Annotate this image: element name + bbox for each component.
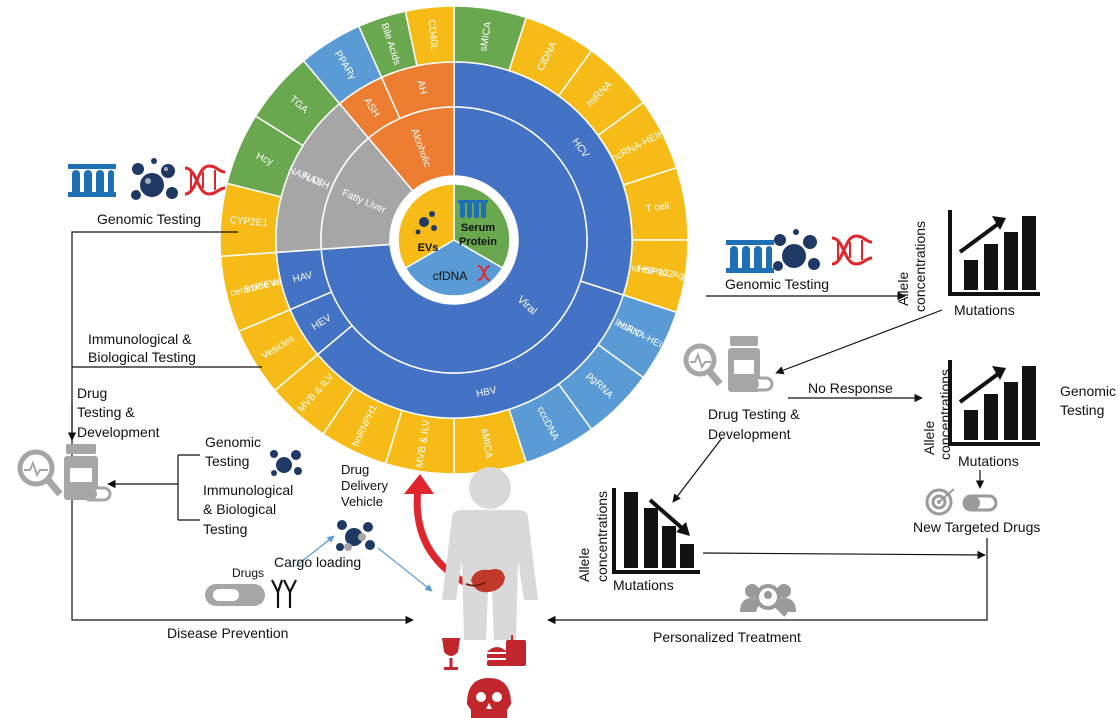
inner-hbv-label: HBV (475, 385, 498, 400)
no-response-label: No Response (808, 380, 893, 396)
target-icon (924, 487, 958, 522)
to-drug-right-arrow (775, 309, 943, 375)
mutations-to-target-line (702, 550, 986, 560)
to-mutations-arrow (672, 437, 723, 503)
human-figure-icon (442, 467, 538, 640)
chart2-concentrations: concentrations (937, 368, 953, 460)
center-dna-icon (477, 265, 491, 281)
target-pill-icon (962, 494, 998, 517)
chart3-concentrations: concentrations (594, 490, 610, 582)
chart1-concentrations: concentrations (912, 220, 928, 312)
right-drug-bottle-icon (680, 332, 784, 407)
inner-hav-label: HAV (292, 270, 314, 286)
cargo-arrow (295, 535, 335, 567)
pill-icon (203, 582, 269, 613)
left-genomic-testing-label: Genomic Testing (97, 211, 202, 227)
right-genomic-line1: Genomic (1060, 383, 1117, 399)
bracket-immuno-line3: Testing (203, 521, 248, 537)
new-targeted-drugs-label: New Targeted Drugs (913, 519, 1041, 535)
cargo-arrows (295, 535, 433, 592)
red-arrow-head (404, 474, 434, 494)
right-vesicles-icon (766, 226, 826, 283)
mutation-chart-up-2-icon (946, 358, 1042, 455)
right-test-tubes-icon (724, 234, 776, 281)
cargo-loading-label: Cargo loading (274, 554, 362, 570)
chart3-allele: Allele (576, 547, 592, 582)
left-immunological-line1: Immunological & (88, 331, 192, 347)
bracket-immuno-line2: & Biological (203, 501, 277, 517)
bracket (114, 454, 200, 521)
flow-arrows (67, 231, 988, 625)
vehicle-arrow (377, 547, 433, 592)
mutation-chart-up-icon (946, 208, 1042, 305)
personalized-line (547, 538, 988, 625)
dna-icon (183, 160, 227, 205)
bracket-genomic-line1: Genomic (205, 434, 262, 450)
chart1-mutations: Mutations (954, 302, 1015, 318)
center-cfdna (404, 239, 504, 297)
outer-label-0: sMICA (478, 21, 494, 53)
mutation-chart-down-icon (610, 486, 702, 583)
chart1-allele: Allele (895, 271, 911, 306)
test-tubes-icon (66, 158, 118, 205)
drug-delivery-line1: Drug (341, 462, 370, 477)
drug-bottle-icon (10, 440, 114, 515)
fast-food-icon (487, 635, 526, 666)
inner-ah-label: AH (415, 79, 429, 95)
center-tubes-icon (458, 200, 488, 218)
right-dna-icon (830, 230, 874, 275)
vesicles-small-icon (266, 445, 306, 484)
chart2-allele: Allele (921, 420, 937, 455)
liver-icon (471, 569, 505, 593)
outer-label-4: T cell (645, 200, 670, 215)
left-drug-line2: Testing & (77, 404, 135, 420)
people-search-icon (740, 584, 796, 617)
center-serum-label-1: Serum (461, 222, 495, 234)
delivery-vehicle-icon (332, 515, 380, 560)
wine-glass-icon (442, 638, 460, 670)
right-genomic-line2: Testing (1060, 402, 1105, 418)
drugs-label: Drugs (232, 566, 265, 580)
vesicles-icon (124, 155, 184, 212)
disease-prevention-label: Disease Prevention (167, 625, 289, 641)
left-drug-line3: Development (77, 424, 160, 440)
chart2-mutations: Mutations (958, 453, 1019, 469)
center-evs-label: EVs (418, 242, 439, 254)
right-genomic-testing-label: Genomic Testing (725, 276, 830, 292)
right-drug-line1: Drug Testing & (708, 406, 800, 422)
bracket-genomic-line2: Testing (205, 453, 250, 469)
antibody-icon (268, 578, 302, 615)
outer-label-15: CYP2E1 (229, 215, 269, 229)
drug-delivery-line2: Delivery (341, 478, 388, 493)
chart3-mutations: Mutations (613, 577, 674, 593)
personalized-treatment-label: Personalized Treatment (653, 629, 801, 645)
outer-label-20: CD40L (425, 19, 439, 52)
center-serum-label-2: Protein (459, 236, 497, 248)
center-cfdna-label: cfDNA (433, 269, 468, 283)
center-vesicles-icon (415, 211, 437, 235)
left-drug-line1: Drug (77, 385, 108, 401)
left-immunological-line2: Biological Testing (88, 349, 196, 365)
bracket-immuno-line1: Immunological (203, 482, 294, 498)
right-drug-line2: Development (708, 426, 791, 442)
drug-delivery-line3: Vehicle (341, 494, 383, 509)
skull-icon (467, 678, 511, 718)
outer-label-9: sMICA (478, 428, 494, 460)
